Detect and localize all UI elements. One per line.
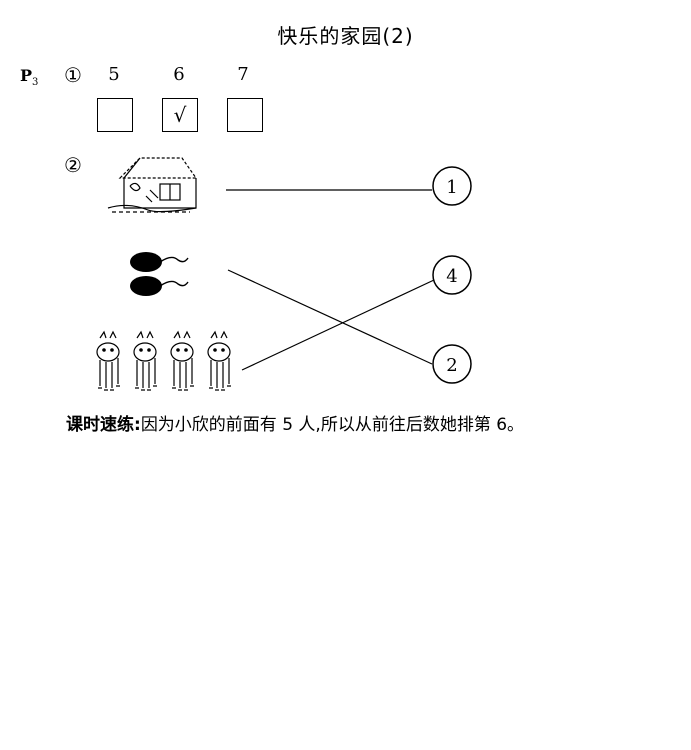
deer-picture	[96, 330, 231, 391]
number-circle-2	[432, 344, 472, 384]
number-circle-4	[432, 255, 472, 295]
option-number-5: 5	[108, 64, 120, 85]
practice-answer: 课时速练:因为小欣的前面有 5 人,所以从前往后数她排第 6。	[66, 410, 524, 435]
circle-label-4: 4	[446, 266, 457, 287]
question-2-marker: ②	[64, 153, 82, 177]
option-number-6: 6	[173, 64, 185, 85]
match-line-deer	[241, 279, 435, 371]
option-number-7: 7	[237, 64, 249, 85]
match-line-tadpoles	[227, 269, 433, 365]
circle-label-2: 2	[446, 355, 457, 376]
circle-label-1: 1	[446, 177, 457, 198]
practice-text: 因为小欣的前面有 5 人,所以从前往后数她排第 6。	[140, 415, 525, 435]
answer-box-7[interactable]	[227, 98, 263, 132]
page-number-label: P3	[20, 66, 39, 89]
practice-label: 课时速练:	[66, 415, 141, 435]
page-title: 快乐的家园(2)	[277, 24, 414, 48]
number-circle-1	[432, 166, 472, 206]
answer-box-6[interactable]: √	[162, 98, 198, 132]
house-picture	[107, 157, 198, 213]
tadpoles-picture	[130, 252, 189, 296]
question-1-marker: ①	[64, 63, 82, 87]
answer-box-5[interactable]	[97, 98, 133, 132]
